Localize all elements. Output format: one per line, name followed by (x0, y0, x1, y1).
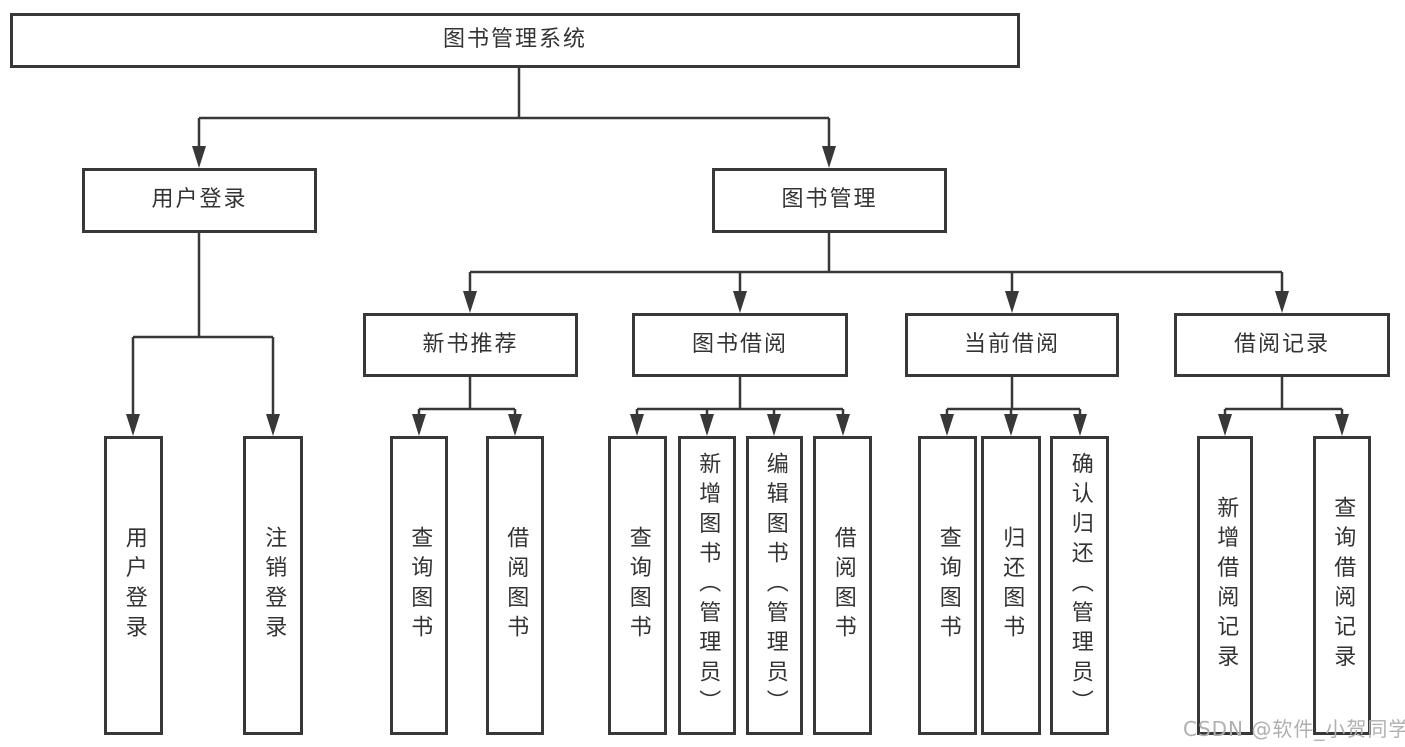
node-leaf-current-confirm-admin: 确认归还（管理员） (1050, 436, 1109, 735)
node-leaf-record-query: 查询借阅记录 (1313, 436, 1371, 735)
node-leaf-borrow-borrow: 借阅图书 (813, 436, 872, 735)
node-book-management: 图书管理 (712, 168, 947, 233)
connector-line (1223, 377, 1344, 418)
node-leaf-newbook-borrow: 借阅图书 (486, 436, 544, 735)
arrowhead-icon (733, 291, 747, 313)
connector-new-book-children (412, 377, 522, 436)
connector-line (417, 377, 517, 418)
arrowhead-icon (940, 414, 954, 436)
arrowhead-icon (192, 146, 206, 168)
node-leaf-user-login: 用户登录 (104, 436, 163, 735)
connector-book-mgmt-to-level3 (463, 233, 1289, 313)
arrowhead-icon (1005, 291, 1019, 313)
node-current-borrow: 当前借阅 (905, 313, 1119, 377)
node-user-login: 用户登录 (82, 168, 317, 233)
arrowhead-icon (700, 414, 714, 436)
arrowhead-icon (266, 414, 280, 436)
arrowhead-icon (767, 414, 781, 436)
node-leaf-newbook-query: 查询图书 (390, 436, 448, 735)
arrowhead-icon (508, 414, 522, 436)
node-borrow-record: 借阅记录 (1174, 313, 1390, 377)
arrowhead-icon (822, 146, 836, 168)
arrowhead-icon (1218, 414, 1232, 436)
connector-line (635, 377, 845, 418)
node-leaf-current-return: 归还图书 (981, 436, 1041, 735)
connector-line (468, 233, 1284, 295)
arrowhead-icon (463, 291, 477, 313)
connector-borrow-record-children (1218, 377, 1349, 436)
connector-line (131, 233, 275, 418)
connector-user-login-children (126, 233, 280, 436)
node-book-borrow: 图书借阅 (632, 313, 848, 377)
node-leaf-borrow-add-admin: 新增图书（管理员） (678, 436, 736, 735)
connector-root-to-level2 (192, 68, 836, 168)
node-leaf-record-add: 新增借阅记录 (1197, 436, 1253, 735)
arrowhead-icon (1335, 414, 1349, 436)
arrowhead-icon (126, 414, 140, 436)
watermark: CSDN @软件_小贺同学 (1183, 717, 1405, 741)
node-leaf-borrow-query: 查询图书 (608, 436, 667, 735)
arrowhead-icon (630, 414, 644, 436)
node-new-book-recommend: 新书推荐 (363, 313, 578, 377)
arrowhead-icon (1073, 414, 1087, 436)
connector-line (945, 377, 1082, 418)
node-root: 图书管理系统 (10, 13, 1020, 68)
node-leaf-current-query: 查询图书 (918, 436, 977, 735)
connector-current-borrow-children (940, 377, 1087, 436)
arrowhead-icon (412, 414, 426, 436)
node-leaf-borrow-edit-admin: 编辑图书（管理员） (746, 436, 803, 735)
connector-book-borrow-children (630, 377, 850, 436)
arrowhead-icon (1275, 291, 1289, 313)
arrowhead-icon (836, 414, 850, 436)
connector-line (197, 68, 831, 150)
arrowhead-icon (1004, 414, 1018, 436)
node-leaf-logout: 注销登录 (243, 436, 303, 735)
